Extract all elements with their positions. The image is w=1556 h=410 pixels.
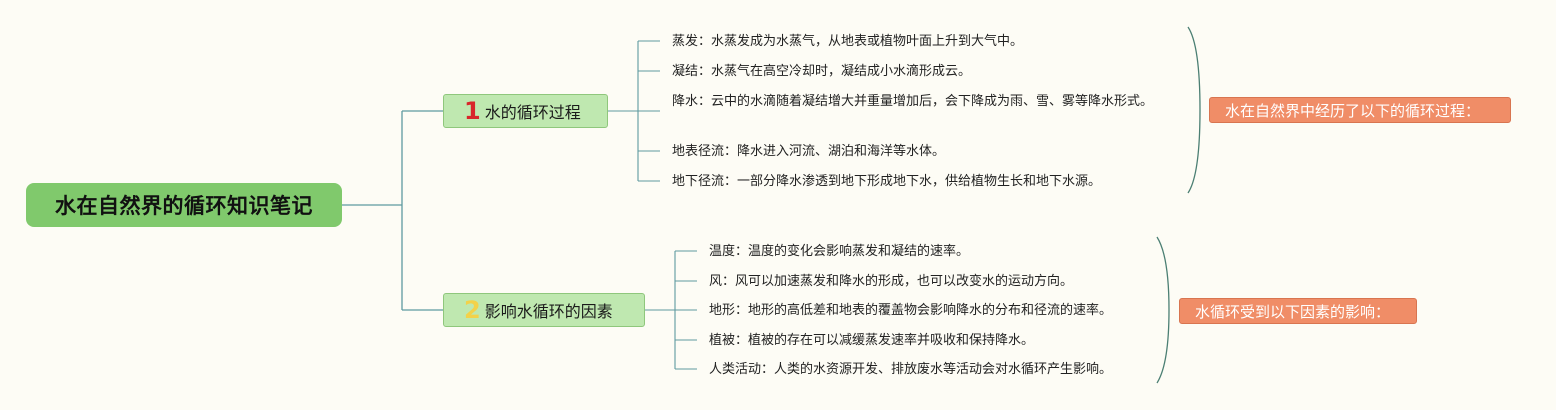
leaf-evaporation[interactable]: 蒸发：水蒸发成为水蒸气，从地表或植物叶面上升到大气中。 [672, 34, 1024, 49]
branch-water-cycle-process[interactable]: 1 水的循环过程 [443, 94, 608, 128]
leaf-vegetation[interactable]: 植被：植被的存在可以减缓蒸发速率并吸收和保持降水。 [709, 333, 1035, 348]
branch1-connector [608, 40, 660, 182]
branch-label: 水的循环过程 [484, 103, 581, 122]
summary-bracket-1 [1187, 26, 1201, 194]
root-topic-label: 水在自然界的循环知识笔记 [55, 194, 313, 218]
leaf-surface-runoff[interactable]: 地表径流：降水进入河流、湖泊和海洋等水体。 [672, 144, 946, 159]
leaf-terrain[interactable]: 地形：地形的高低差和地表的覆盖物会影响降水的分布和径流的速率。 [709, 303, 1113, 318]
summary-label: 水在自然界中经历了以下的循环过程： [1225, 101, 1481, 120]
summary-water-cycle-factors[interactable]: 水循环受到以下因素的影响： [1179, 298, 1417, 324]
leaf-precipitation[interactable]: 降水：云中的水滴随着凝结增大并重量增加后，会下降成为雨、雪、雾等降水形式。 [672, 94, 1154, 109]
leaf-temperature[interactable]: 温度：温度的变化会影响蒸发和凝结的速率。 [709, 244, 970, 259]
leaf-human-activity[interactable]: 人类活动：人类的水资源开发、排放废水等活动会对水循环产生影响。 [709, 362, 1113, 377]
number-one-icon: 1 [464, 97, 481, 125]
summary-bracket-2 [1156, 236, 1170, 384]
root-topic[interactable]: 水在自然界的循环知识笔记 [26, 183, 342, 227]
leaf-condensation[interactable]: 凝结：水蒸气在高空冷却时，凝结成小水滴形成云。 [672, 64, 972, 79]
summary-water-cycle-process[interactable]: 水在自然界中经历了以下的循环过程： [1209, 97, 1511, 123]
leaf-groundwater-runoff[interactable]: 地下径流：一部分降水渗透到地下形成地下水，供给植物生长和地下水源。 [672, 174, 1102, 189]
leaf-wind[interactable]: 风：风可以加速蒸发和降水的形成，也可以改变水的运动方向。 [709, 274, 1074, 289]
branch-label: 影响水循环的因素 [484, 302, 613, 321]
branch2-connector [645, 250, 697, 370]
summary-label: 水循环受到以下因素的影响： [1195, 302, 1391, 321]
root-connector [342, 110, 443, 311]
number-two-icon: 2 [464, 296, 481, 324]
branch-water-cycle-factors[interactable]: 2 影响水循环的因素 [443, 293, 645, 327]
